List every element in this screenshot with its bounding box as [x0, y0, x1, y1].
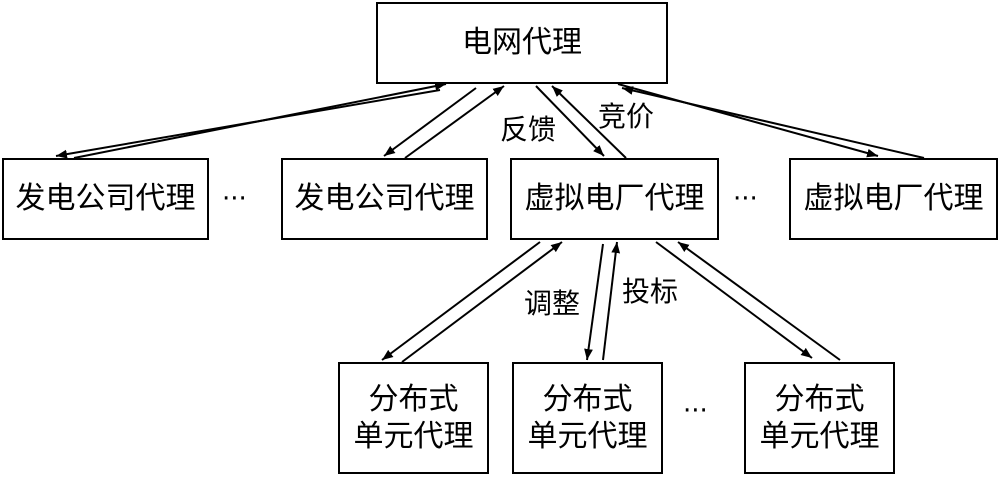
generation-company-agent-node-1: 发电公司代理 — [2, 158, 209, 240]
distributed-unit-agent-node-1: 分布式 单元代理 — [338, 362, 489, 474]
arrow-grid-to-gen2 — [383, 87, 477, 157]
arrow-du2-to-vpp1 — [602, 241, 621, 361]
arrow-du3-to-vpp1 — [677, 241, 841, 361]
distributed-unit-agent-label-3-line2: 单元代理 — [759, 419, 880, 454]
ellipsis-distributed-units: ··· — [683, 396, 708, 426]
arrow-du1-to-vpp1 — [401, 241, 563, 363]
edge-label-bid-price: 竞价 — [598, 100, 655, 133]
arrow-vpp1-to-du2 — [584, 243, 604, 361]
virtual-power-plant-agent-node-1: 虚拟电厂代理 — [510, 158, 719, 240]
generation-company-agent-label-2: 发电公司代理 — [294, 181, 475, 217]
virtual-power-plant-agent-label-1: 虚拟电厂代理 — [524, 181, 705, 217]
arrow-vpp1-to-du1 — [381, 241, 541, 361]
distributed-unit-agent-label-1-line1: 分布式 — [368, 381, 459, 417]
generation-company-agent-node-2: 发电公司代理 — [281, 158, 488, 240]
arrow-grid-to-vpp2 — [617, 83, 879, 158]
edge-label-tender: 投标 — [622, 275, 679, 308]
arrow-vpp1-to-du3 — [655, 241, 813, 359]
arrow-grid-to-vpp1 — [535, 85, 605, 157]
arrow-gen2-to-grid — [404, 85, 505, 159]
edge-label-adjust: 调整 — [524, 287, 581, 320]
distributed-unit-agent-node-3: 分布式 单元代理 — [744, 362, 895, 474]
ellipsis-virtual-power-plants: ··· — [733, 184, 758, 214]
distributed-unit-agent-label-1-line2: 单元代理 — [353, 419, 474, 454]
virtual-power-plant-agent-label-2: 虚拟电厂代理 — [803, 181, 984, 217]
virtual-power-plant-agent-node-2: 虚拟电厂代理 — [789, 158, 998, 240]
grid-agent-node: 电网代理 — [376, 2, 668, 84]
arrow-gen1-to-grid — [73, 81, 447, 159]
grid-agent-label: 电网代理 — [462, 25, 582, 61]
distributed-unit-agent-label-2-line2: 单元代理 — [527, 419, 648, 454]
arrow-vpp2-to-grid — [621, 86, 925, 159]
arrow-vpp1-to-grid — [551, 85, 627, 159]
distributed-unit-agent-node-2: 分布式 单元代理 — [512, 362, 663, 474]
distributed-unit-agent-label-2-line1: 分布式 — [542, 381, 633, 417]
generation-company-agent-label-1: 发电公司代理 — [15, 181, 196, 217]
distributed-unit-agent-label-3-line1: 分布式 — [774, 381, 865, 417]
edge-label-feedback: 反馈 — [500, 113, 557, 146]
ellipsis-generation-companies: ··· — [222, 184, 247, 214]
